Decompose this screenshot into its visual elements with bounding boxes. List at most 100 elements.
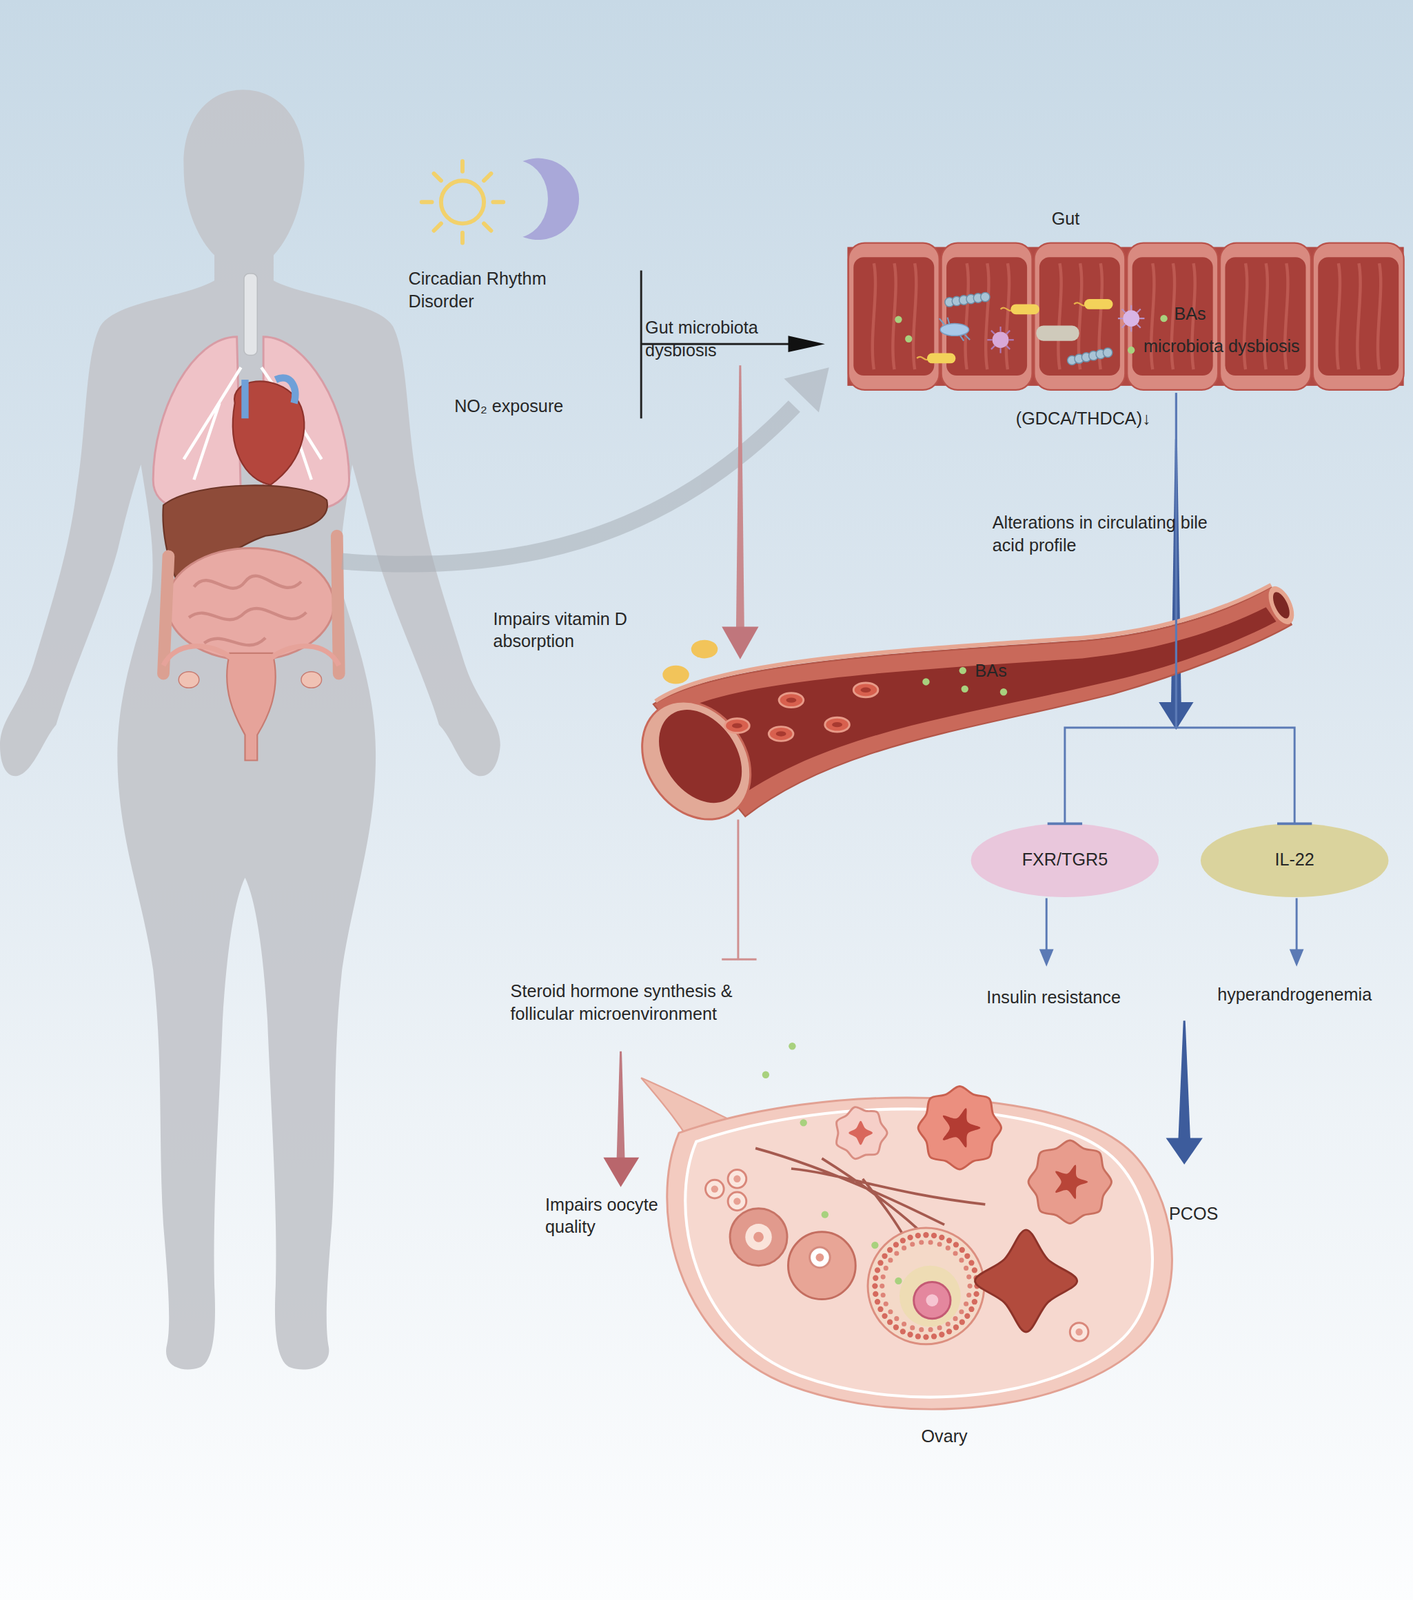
node-shape	[847, 204, 1404, 393]
illustration-part	[980, 292, 990, 302]
node-title: BAs	[975, 660, 1008, 684]
outcome-label: Insulin resistance	[951, 987, 1156, 1010]
illustration-part	[872, 1275, 879, 1282]
illustration-part	[674, 607, 1277, 797]
illustration-part	[721, 626, 759, 659]
node-shape	[632, 576, 1297, 828]
bile-acid-dots	[762, 1042, 797, 1079]
illustration-part	[1006, 263, 1010, 370]
illustration-part	[1117, 317, 1123, 320]
illustration-part	[968, 1260, 974, 1267]
illustration-part	[953, 1251, 959, 1256]
illustration-part	[166, 547, 334, 661]
illustration-part	[867, 1228, 985, 1345]
illustration-part	[1039, 949, 1054, 968]
illustration-part	[244, 377, 296, 419]
illustration-part	[1078, 263, 1082, 370]
illustration-part	[226, 653, 276, 761]
illustration-part	[915, 1333, 921, 1340]
cytokine-ellipse: IL-22	[1200, 823, 1389, 898]
node-text: microbiota dysbiosis	[1143, 335, 1300, 359]
illustration-part	[860, 687, 872, 693]
node-title: Gut	[1051, 208, 1081, 231]
illustration-part	[1122, 309, 1126, 313]
gut-illustration: GutBAsmicrobiota dysbiosis	[847, 204, 1404, 393]
illustration-part	[729, 1208, 788, 1267]
illustration-part	[894, 315, 902, 323]
illustration-part	[901, 1322, 907, 1327]
illustration-part	[991, 330, 995, 335]
outcome-label: hyperandrogenemia	[1192, 984, 1397, 1008]
illustration-part	[1357, 263, 1360, 370]
illustration-part	[1045, 898, 1048, 952]
illustration-part	[1010, 303, 1039, 315]
illustration-part	[900, 1237, 906, 1244]
inhibition-bar	[721, 819, 757, 960]
illustration-part	[915, 1233, 921, 1239]
illustration-part	[959, 1319, 965, 1326]
illustration-part	[900, 1328, 906, 1335]
illustration-part	[1130, 305, 1132, 311]
bile-acid-trunk-arrow	[1158, 439, 1194, 730]
illustration-part	[928, 1239, 934, 1245]
illustration-part	[815, 1253, 824, 1263]
illustration-part	[971, 1267, 978, 1274]
illustration-part	[946, 1237, 952, 1244]
illustration-part	[1028, 1140, 1112, 1224]
illustration-part	[893, 1242, 899, 1248]
illustration-part	[733, 1197, 741, 1205]
illustration-part	[1224, 257, 1306, 376]
illustration-part	[922, 1334, 929, 1340]
illustration-part	[959, 1247, 965, 1254]
vitamin-d-arrow	[721, 365, 759, 660]
illustration-part	[991, 346, 995, 350]
illustration-part	[1055, 1164, 1088, 1200]
illustration-part	[441, 180, 484, 224]
illustration-part	[907, 1235, 913, 1241]
illustration-part	[802, 1251, 845, 1291]
illustration-part	[616, 1051, 626, 1160]
illustration-part	[736, 819, 739, 960]
illustration-part	[1084, 299, 1113, 310]
illustration-part	[1337, 263, 1340, 370]
illustration-part	[881, 1313, 888, 1320]
illustration-part	[916, 302, 1087, 360]
illustration-part	[1313, 243, 1405, 391]
illustration-part	[901, 1246, 907, 1252]
illustration-part	[899, 1266, 961, 1328]
illustration-part	[965, 263, 969, 370]
illustration-part	[959, 667, 967, 675]
illustration-part	[1317, 257, 1399, 376]
illustration-part	[927, 352, 956, 364]
illustration-part	[964, 1253, 970, 1260]
illustration-part	[946, 1328, 952, 1335]
illustration-part	[727, 1192, 747, 1212]
illustration-part	[784, 367, 830, 413]
illustration-part	[907, 1332, 913, 1338]
illustration-part	[745, 1224, 772, 1252]
illustration-part	[872, 263, 876, 370]
illustration-part	[893, 1251, 899, 1256]
illustration-part	[883, 1302, 889, 1307]
illustration-part	[1289, 949, 1305, 968]
illustration-part	[831, 722, 843, 728]
illustration-part	[953, 1324, 959, 1331]
illustration-part	[893, 1316, 899, 1322]
illustration-part	[821, 1211, 829, 1218]
illustration-part	[892, 263, 896, 370]
illustration-part	[931, 1333, 937, 1340]
illustration-part	[963, 1266, 969, 1272]
illustration-part	[931, 1233, 937, 1239]
illustration-part	[881, 1253, 888, 1260]
illustration-part	[887, 1309, 893, 1315]
illustration-part	[1069, 1323, 1089, 1343]
illustration-part	[1000, 688, 1008, 696]
illustration-part	[928, 1327, 934, 1333]
illustration-part	[999, 326, 1001, 332]
exposure-bracket	[641, 270, 826, 420]
illustration-part	[641, 694, 759, 819]
illustration-part	[971, 823, 1160, 898]
body-organs	[153, 273, 349, 761]
illustration-part	[853, 683, 879, 698]
